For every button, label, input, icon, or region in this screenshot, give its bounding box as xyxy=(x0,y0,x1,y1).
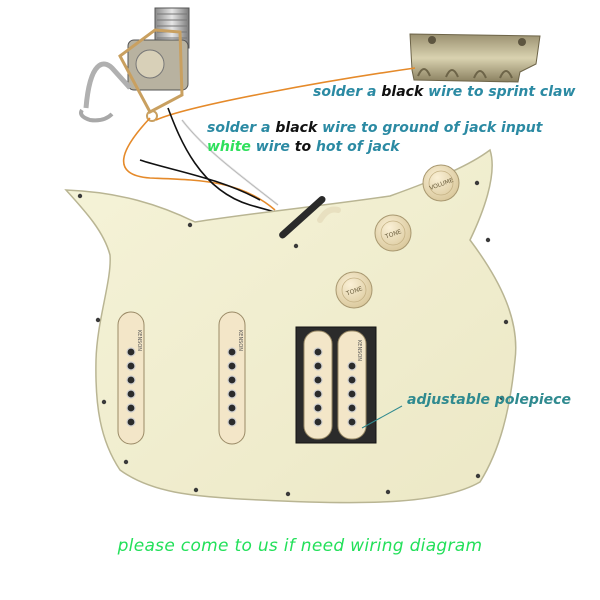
label-claw-pre: solder a xyxy=(313,84,382,100)
wires xyxy=(122,67,416,213)
label-ground: solder a black wire to ground of jack in… xyxy=(207,120,542,136)
label-hot: white wire to hot of jack xyxy=(207,139,400,155)
label-claw-black: black xyxy=(381,84,424,100)
single-coil-pickup-middle xyxy=(218,311,246,445)
spring-claw xyxy=(409,33,541,83)
label-ground-post: wire to ground of jack input xyxy=(317,120,543,136)
label-polepiece: adjustable polepiece xyxy=(407,392,571,408)
footer-note: please come to us if need wiring diagram xyxy=(117,536,483,556)
pickup-brand-neck: KENSON xyxy=(136,330,142,351)
output-jack xyxy=(79,7,190,123)
single-coil-pickup-neck xyxy=(117,311,145,445)
label-hot-post: hot of jack xyxy=(311,139,400,155)
pickup-brand-bridge: KENSON xyxy=(356,340,362,361)
knob-tone-2 xyxy=(335,271,373,309)
label-hot-mid: wire xyxy=(250,139,295,155)
label-spring-claw: solder a black wire to sprint claw xyxy=(313,84,575,100)
label-hot-white: white xyxy=(207,139,251,155)
pickup-brand-middle: KENSON xyxy=(237,330,243,351)
label-hot-to: to xyxy=(294,139,312,155)
knob-tone-1 xyxy=(374,214,412,252)
knob-volume xyxy=(422,164,460,202)
label-claw-post: wire to sprint claw xyxy=(423,84,576,100)
label-ground-pre: solder a xyxy=(207,120,276,136)
label-ground-black: black xyxy=(275,120,318,136)
humbucker-pickup-bridge xyxy=(295,326,403,444)
